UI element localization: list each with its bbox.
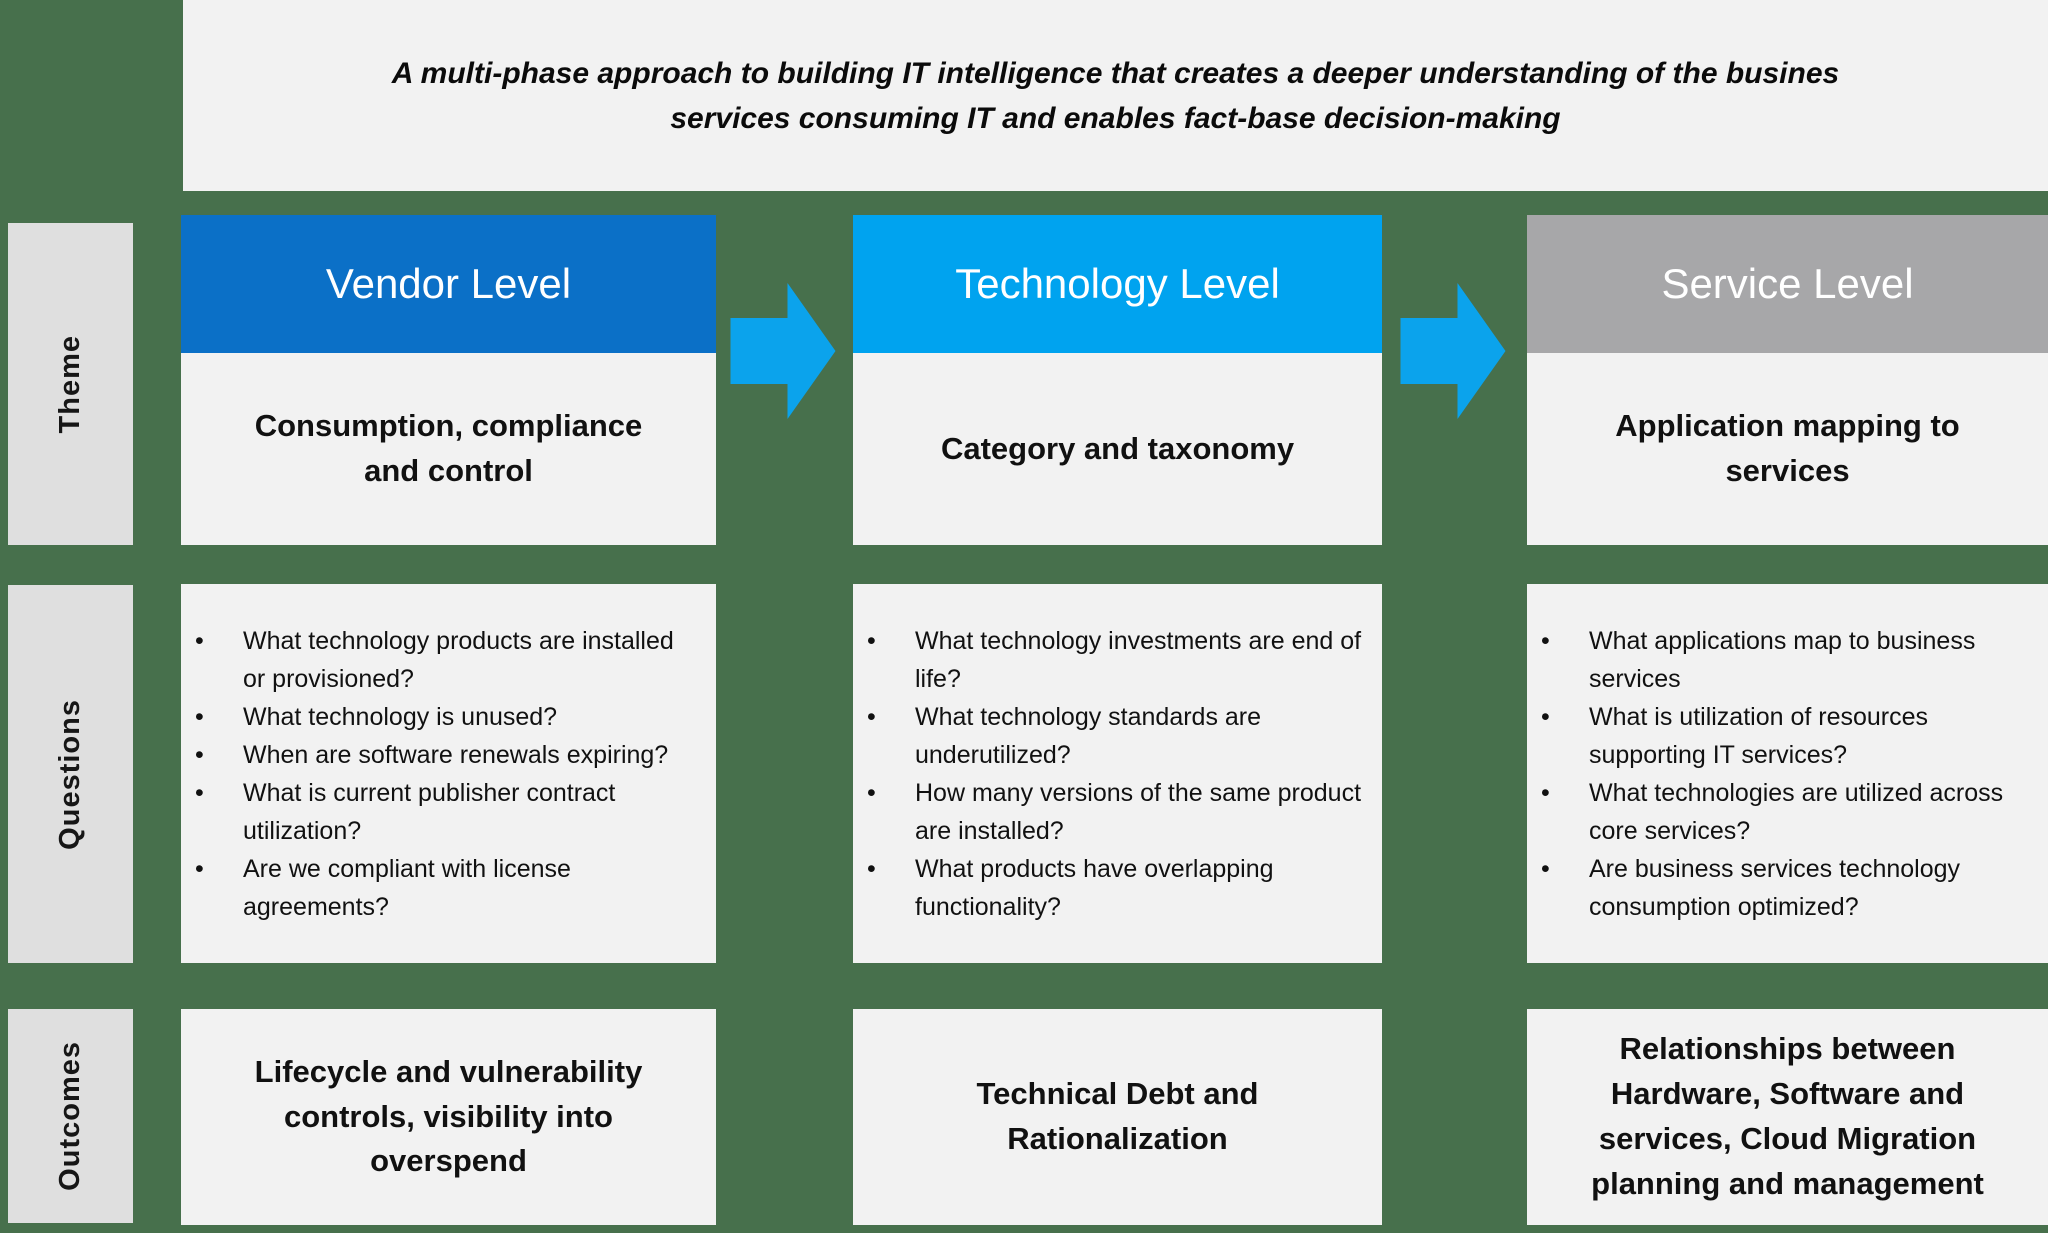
- question-item: • How many versions of the same product a…: [867, 774, 1362, 850]
- question-item: • What applications map to business servi…: [1541, 622, 2028, 698]
- technology-level-header: Technology Level: [853, 215, 1382, 353]
- title-banner: A multi-phase approach to building IT in…: [183, 0, 2048, 191]
- question-item: • What technologies are utilized across c…: [1541, 774, 2028, 850]
- slide-title: A multi-phase approach to building IT in…: [391, 56, 1840, 135]
- question-text: What technologies are utilized across co…: [1589, 778, 2004, 845]
- service-outcome-card: Relationships between Hardware, Software…: [1527, 1009, 2048, 1225]
- bullet-icon: •: [1541, 626, 1550, 655]
- question-text: What technology products are installed o…: [243, 626, 674, 693]
- question-item: • Are business services technology consum…: [1541, 850, 2028, 926]
- row-label-outcomes-text: Outcomes: [54, 1041, 86, 1191]
- question-text: What technology standards are underutili…: [915, 702, 1262, 769]
- bullet-icon: •: [195, 854, 204, 883]
- bullet-icon: •: [1541, 854, 1550, 883]
- service-level-header: Service Level: [1527, 215, 2048, 353]
- question-text: What applications map to business servic…: [1589, 626, 1976, 693]
- service-questions-list: • What applications map to business servi…: [1527, 622, 2048, 926]
- bullet-icon: •: [195, 778, 204, 807]
- technology-questions-card: • What technology investments are end of …: [853, 584, 1382, 963]
- bullet-icon: •: [867, 626, 876, 655]
- question-item: • What is utilization of resources suppor…: [1541, 698, 2028, 774]
- right-arrow-icon: [1400, 283, 1506, 419]
- vendor-theme-text: Consumption, compliance and control: [254, 408, 643, 488]
- bullet-icon: •: [867, 854, 876, 883]
- question-text: Are business services technology consump…: [1589, 854, 1961, 921]
- vendor-questions-card: • What technology products are installed …: [181, 584, 716, 963]
- technology-theme-body: Category and taxonomy: [853, 353, 1382, 545]
- question-text: Are we compliant with license agreements…: [243, 854, 571, 921]
- question-item: • When are software renewals expiring?: [195, 736, 696, 774]
- service-questions-card: • What applications map to business servi…: [1527, 584, 2048, 963]
- bullet-icon: •: [195, 702, 204, 731]
- service-outcome-text: Relationships between Hardware, Software…: [1591, 1031, 1984, 1201]
- vendor-theme-card: Vendor Level Consumption, compliance and…: [181, 215, 716, 545]
- row-label-theme-text: Theme: [54, 334, 86, 434]
- bullet-icon: •: [1541, 778, 1550, 807]
- right-arrow-icon: [730, 283, 836, 419]
- question-item: • What products have overlapping function…: [867, 850, 1362, 926]
- question-text: What is current publisher contract utili…: [243, 778, 616, 845]
- technology-outcome-card: Technical Debt and Rationalization: [853, 1009, 1382, 1225]
- question-item: • What technology is unused?: [195, 698, 696, 736]
- row-label-outcomes: Outcomes: [8, 1009, 133, 1223]
- bullet-icon: •: [867, 702, 876, 731]
- question-item: • What technology standards are underutil…: [867, 698, 1362, 774]
- question-text: What is utilization of resources support…: [1589, 702, 1929, 769]
- service-theme-text: Application mapping to services: [1615, 408, 1960, 488]
- technology-outcome-text: Technical Debt and Rationalization: [976, 1076, 1259, 1156]
- question-text: How many versions of the same product ar…: [915, 778, 1362, 845]
- service-theme-card: Service Level Application mapping to ser…: [1527, 215, 2048, 545]
- technology-theme-text: Category and taxonomy: [940, 430, 1295, 466]
- technology-theme-card: Technology Level Category and taxonomy: [853, 215, 1382, 545]
- vendor-level-header: Vendor Level: [181, 215, 716, 353]
- bullet-icon: •: [195, 626, 204, 655]
- vendor-theme-body: Consumption, compliance and control: [181, 353, 716, 545]
- question-text: What technology is unused?: [243, 702, 558, 731]
- technology-questions-list: • What technology investments are end of …: [853, 622, 1382, 926]
- bullet-icon: •: [1541, 702, 1550, 731]
- question-item: • What is current publisher contract util…: [195, 774, 696, 850]
- bullet-icon: •: [867, 778, 876, 807]
- question-item: • Are we compliant with license agreement…: [195, 850, 696, 926]
- row-label-questions-text: Questions: [54, 698, 86, 850]
- row-label-theme: Theme: [8, 223, 133, 545]
- vendor-outcome-card: Lifecycle and vulnerability controls, vi…: [181, 1009, 716, 1225]
- bullet-icon: •: [195, 740, 204, 769]
- vendor-outcome-text: Lifecycle and vulnerability controls, vi…: [254, 1053, 643, 1179]
- row-label-questions: Questions: [8, 585, 133, 963]
- question-text: When are software renewals expiring?: [243, 740, 669, 769]
- service-theme-body: Application mapping to services: [1527, 353, 2048, 545]
- question-text: What technology investments are end of l…: [915, 626, 1362, 693]
- question-item: • What technology investments are end of …: [867, 622, 1362, 698]
- question-text: What products have overlapping functiona…: [915, 854, 1274, 921]
- vendor-questions-list: • What technology products are installed …: [181, 622, 716, 926]
- question-item: • What technology products are installed …: [195, 622, 696, 698]
